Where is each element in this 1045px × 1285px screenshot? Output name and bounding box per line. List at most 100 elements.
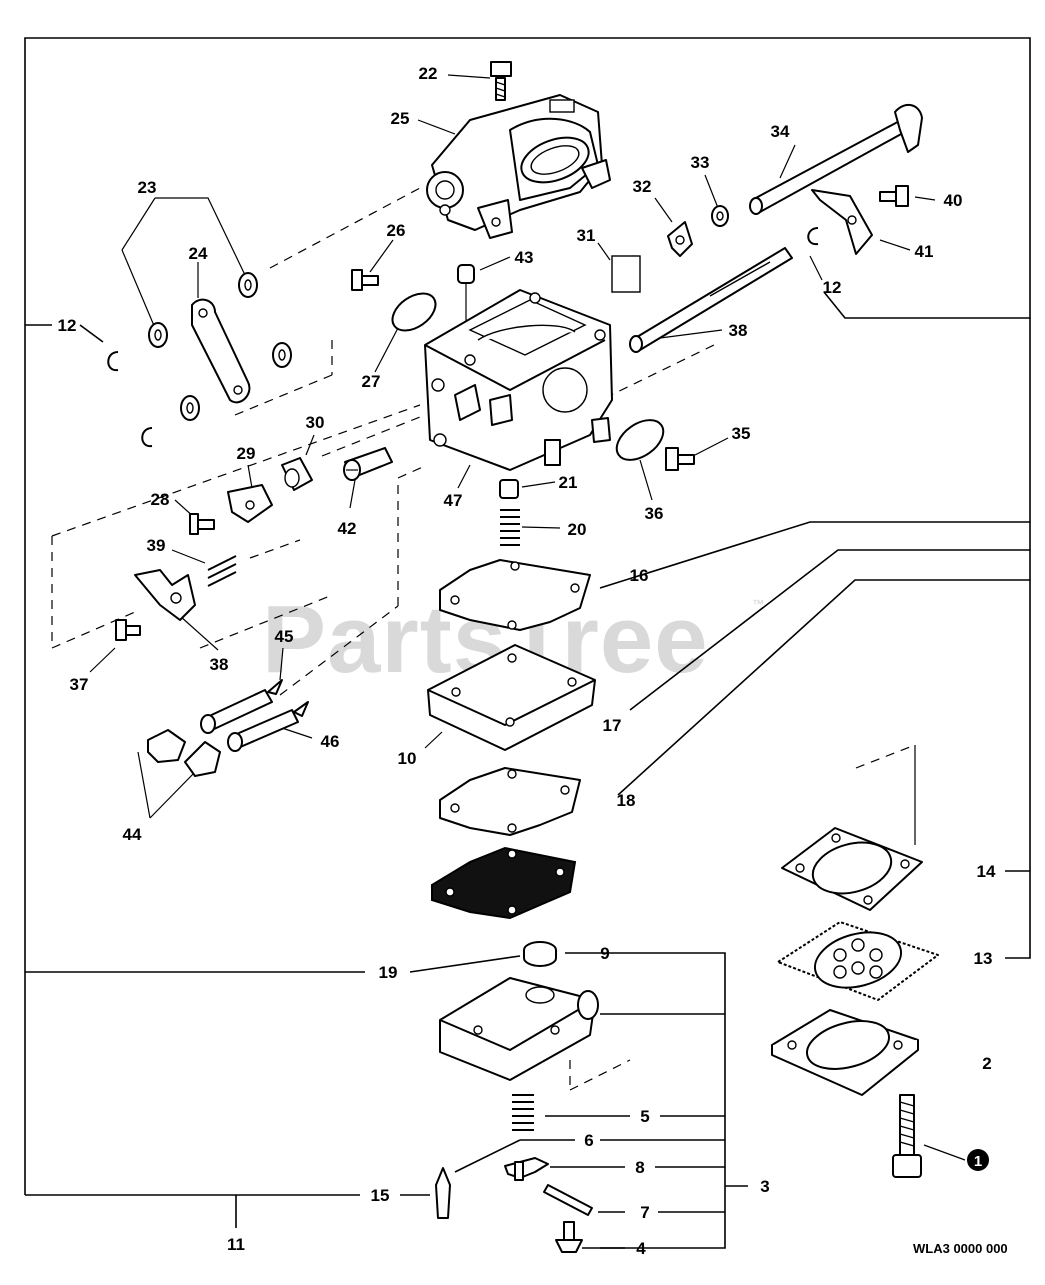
part-18-diaphragm — [431, 846, 577, 920]
callout-41: 41 — [915, 242, 934, 261]
part-7-pin — [543, 1184, 593, 1216]
callout-39: 39 — [147, 536, 166, 555]
part-20-spring — [500, 509, 520, 546]
part-38-choke-shaft — [629, 247, 793, 353]
note-marker-label: 1 — [974, 1153, 982, 1170]
callout-15: 15 — [371, 1186, 390, 1205]
callout-32: 32 — [633, 177, 652, 196]
callout-17: 17 — [603, 716, 622, 735]
part-13-metering-diaphragm — [777, 921, 939, 1001]
callout-12-left: 12 — [58, 316, 77, 335]
callout-20: 20 — [568, 520, 587, 539]
part-38-choke-lever — [134, 569, 196, 621]
part-4-screw — [555, 1221, 583, 1253]
part-31-spring — [611, 255, 641, 293]
callout-16: 16 — [630, 566, 649, 585]
callout-28: 28 — [151, 490, 170, 509]
part-47-carburetor-body — [424, 289, 613, 471]
part-10-pump-cover — [427, 644, 596, 751]
part-45-mixture-needle — [200, 679, 283, 734]
drawing-code: WLA3 0000 000 — [913, 1241, 1008, 1256]
part-5-spring — [512, 1094, 534, 1131]
part-37-screw — [115, 619, 141, 641]
part-15-inlet-needle — [435, 1167, 451, 1219]
part-16-gasket — [439, 559, 591, 631]
part-44-limiter-caps — [147, 729, 221, 777]
part-3-metering-body — [439, 977, 599, 1081]
callout-45: 45 — [275, 627, 294, 646]
part-27-throttle-plate — [391, 292, 437, 332]
callout-13: 13 — [974, 949, 993, 968]
callout-42: 42 — [338, 519, 357, 538]
callout-5: 5 — [640, 1107, 649, 1126]
part-46-mixture-needle — [227, 701, 309, 752]
callout-23: 23 — [138, 178, 157, 197]
callout-22: 22 — [419, 64, 438, 83]
part-35-screw — [665, 447, 695, 471]
callout-4: 4 — [636, 1239, 646, 1258]
part-32-lever — [667, 221, 693, 257]
callout-6: 6 — [584, 1131, 593, 1150]
callout-2: 2 — [982, 1054, 991, 1073]
callout-29: 29 — [237, 444, 256, 463]
part-25-pump-housing — [426, 94, 611, 239]
callout-40: 40 — [944, 191, 963, 210]
callout-34: 34 — [771, 122, 790, 141]
part-8-metering-lever — [504, 1157, 549, 1181]
part-28-screw — [189, 513, 215, 535]
callout-19: 19 — [379, 963, 398, 982]
callout-31: 31 — [577, 226, 596, 245]
note-marker: 1 — [967, 1149, 989, 1171]
callout-27: 27 — [362, 372, 381, 391]
callout-9: 9 — [600, 944, 609, 963]
callout-33: 33 — [691, 153, 710, 172]
callout-10: 10 — [398, 749, 417, 768]
callout-44: 44 — [123, 825, 142, 844]
part-12-clip-right — [807, 227, 819, 246]
part-33-washer — [711, 205, 729, 227]
leader-lines — [89, 74, 936, 819]
watermark-trademark: ™ — [752, 597, 764, 611]
part-17-gasket — [439, 767, 581, 836]
callout-8: 8 — [635, 1158, 644, 1177]
part-14-gasket — [781, 827, 923, 911]
part-22-screw — [490, 61, 512, 101]
part-41-bracket — [811, 189, 873, 255]
part-36-choke-plate — [615, 419, 665, 461]
part-29-lever — [227, 484, 273, 523]
bracket-lines — [24, 37, 1031, 1249]
callout-14: 14 — [977, 862, 996, 881]
callout-7: 7 — [640, 1203, 649, 1222]
part-40-screw — [879, 185, 909, 207]
callout-25: 25 — [391, 109, 410, 128]
callout-30: 30 — [306, 413, 325, 432]
part-39-spring — [207, 555, 237, 587]
callout-24: 24 — [189, 244, 208, 263]
part-9-filter-screen — [523, 941, 557, 967]
callout-47: 47 — [444, 491, 463, 510]
callout-46: 46 — [321, 732, 340, 751]
part-24-link — [191, 298, 251, 404]
callout-36: 36 — [645, 504, 664, 523]
callout-12-right: 12 — [823, 278, 842, 297]
callout-26: 26 — [387, 221, 406, 240]
part-34-throttle-shaft — [749, 103, 923, 215]
part-30-bushing — [281, 457, 313, 491]
alignment-lines — [51, 187, 916, 1091]
part-23-washers — [148, 272, 292, 421]
callout-38-upper: 38 — [729, 321, 748, 340]
callout-11: 11 — [227, 1235, 245, 1254]
part-2-metering-cover — [771, 1009, 919, 1096]
callout-35: 35 — [732, 424, 751, 443]
part-42-idle-screw — [343, 447, 393, 481]
callout-labels: 22 25 34 33 32 40 23 24 26 43 31 41 12 1… — [58, 64, 996, 1258]
part-12-clips-left — [107, 351, 153, 448]
part-note-bolt — [892, 1094, 966, 1178]
callout-21: 21 — [559, 473, 578, 492]
callout-3: 3 — [760, 1177, 769, 1196]
callout-18: 18 — [617, 791, 636, 810]
part-26-screw — [351, 269, 379, 291]
callout-38-lower: 38 — [210, 655, 229, 674]
